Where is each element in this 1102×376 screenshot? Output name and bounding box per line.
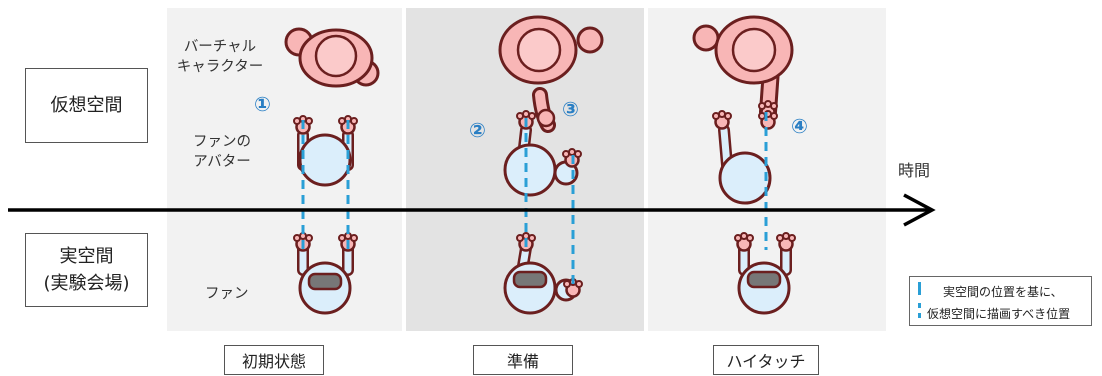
virtual-character-2 [498, 15, 604, 133]
legend-text-line2: 仮想空間に描画すべき位置 [927, 307, 1071, 321]
marker-4: ④ [791, 114, 808, 138]
real-space-label: 実空間 (実験会場) [25, 233, 148, 307]
legend-dash-icon-1 [918, 303, 921, 308]
projection-lines [301, 112, 768, 290]
marker-1: ① [254, 92, 271, 116]
state-preparation: 準備 [473, 345, 573, 375]
fan-avatar-label-line2: アバター [193, 153, 251, 170]
real-space-line1: 実空間 [59, 246, 114, 267]
state-initial: 初期状態 [224, 345, 324, 375]
real-space-line2: (実験会場) [43, 273, 130, 294]
fan-real-1 [292, 231, 359, 315]
fan-avatar-3 [711, 109, 779, 205]
marker-2: ② [469, 118, 486, 142]
legend-text-line1: 実空間の位置を基に、 [943, 285, 1063, 299]
fan-real-2 [503, 231, 584, 315]
marker-3: ③ [562, 97, 579, 121]
fan-label: ファン [205, 286, 249, 302]
virtual-character-label: バーチャル キャラクター [160, 38, 280, 77]
legend-dash-icon-2 [918, 313, 921, 318]
fan-avatar-label-line1: ファンの [193, 134, 251, 150]
fan-real-3 [733, 231, 797, 315]
virtual-character-label-line1: バーチャル [183, 39, 257, 55]
fan-avatar-label: ファンの アバター [172, 133, 272, 172]
state-high-touch: ハイタッチ [713, 345, 819, 375]
time-label: 時間 [898, 161, 931, 180]
time-arrow [8, 193, 936, 227]
legend-line-icon [918, 282, 921, 295]
virtual-character-label-line2: キャラクター [176, 58, 264, 75]
legend: 実空間の位置を基に、 仮想空間に描画すべき位置 [909, 276, 1092, 326]
virtual-space-label: 仮想空間 [25, 68, 148, 143]
virtual-character-3 [692, 15, 794, 121]
virtual-character-1 [284, 27, 380, 88]
